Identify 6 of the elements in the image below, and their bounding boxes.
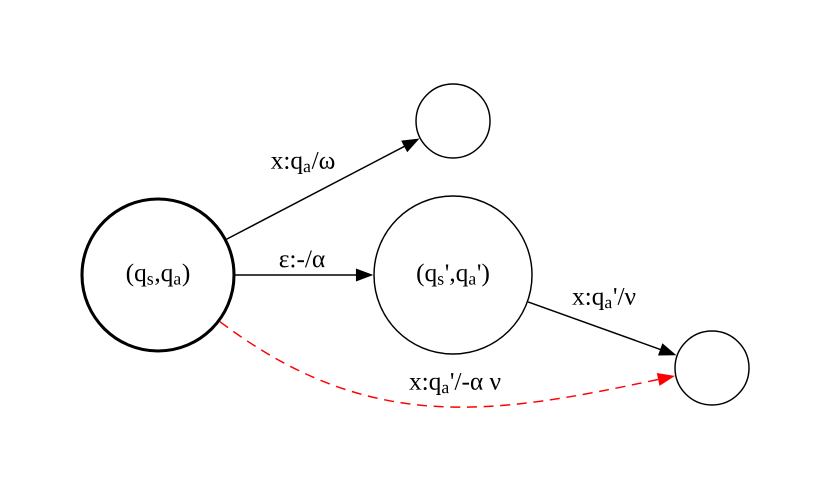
state-circle [415, 83, 491, 159]
state-circle [674, 330, 750, 406]
edge-label: x:q$_{a}$'/ν [570, 286, 638, 312]
edge-label: x:q$_{a}$/ω [269, 150, 337, 176]
edge-label: x:q$_{a}$'/-α ν [408, 372, 502, 396]
edge-label: ε:-/α [277, 249, 327, 269]
